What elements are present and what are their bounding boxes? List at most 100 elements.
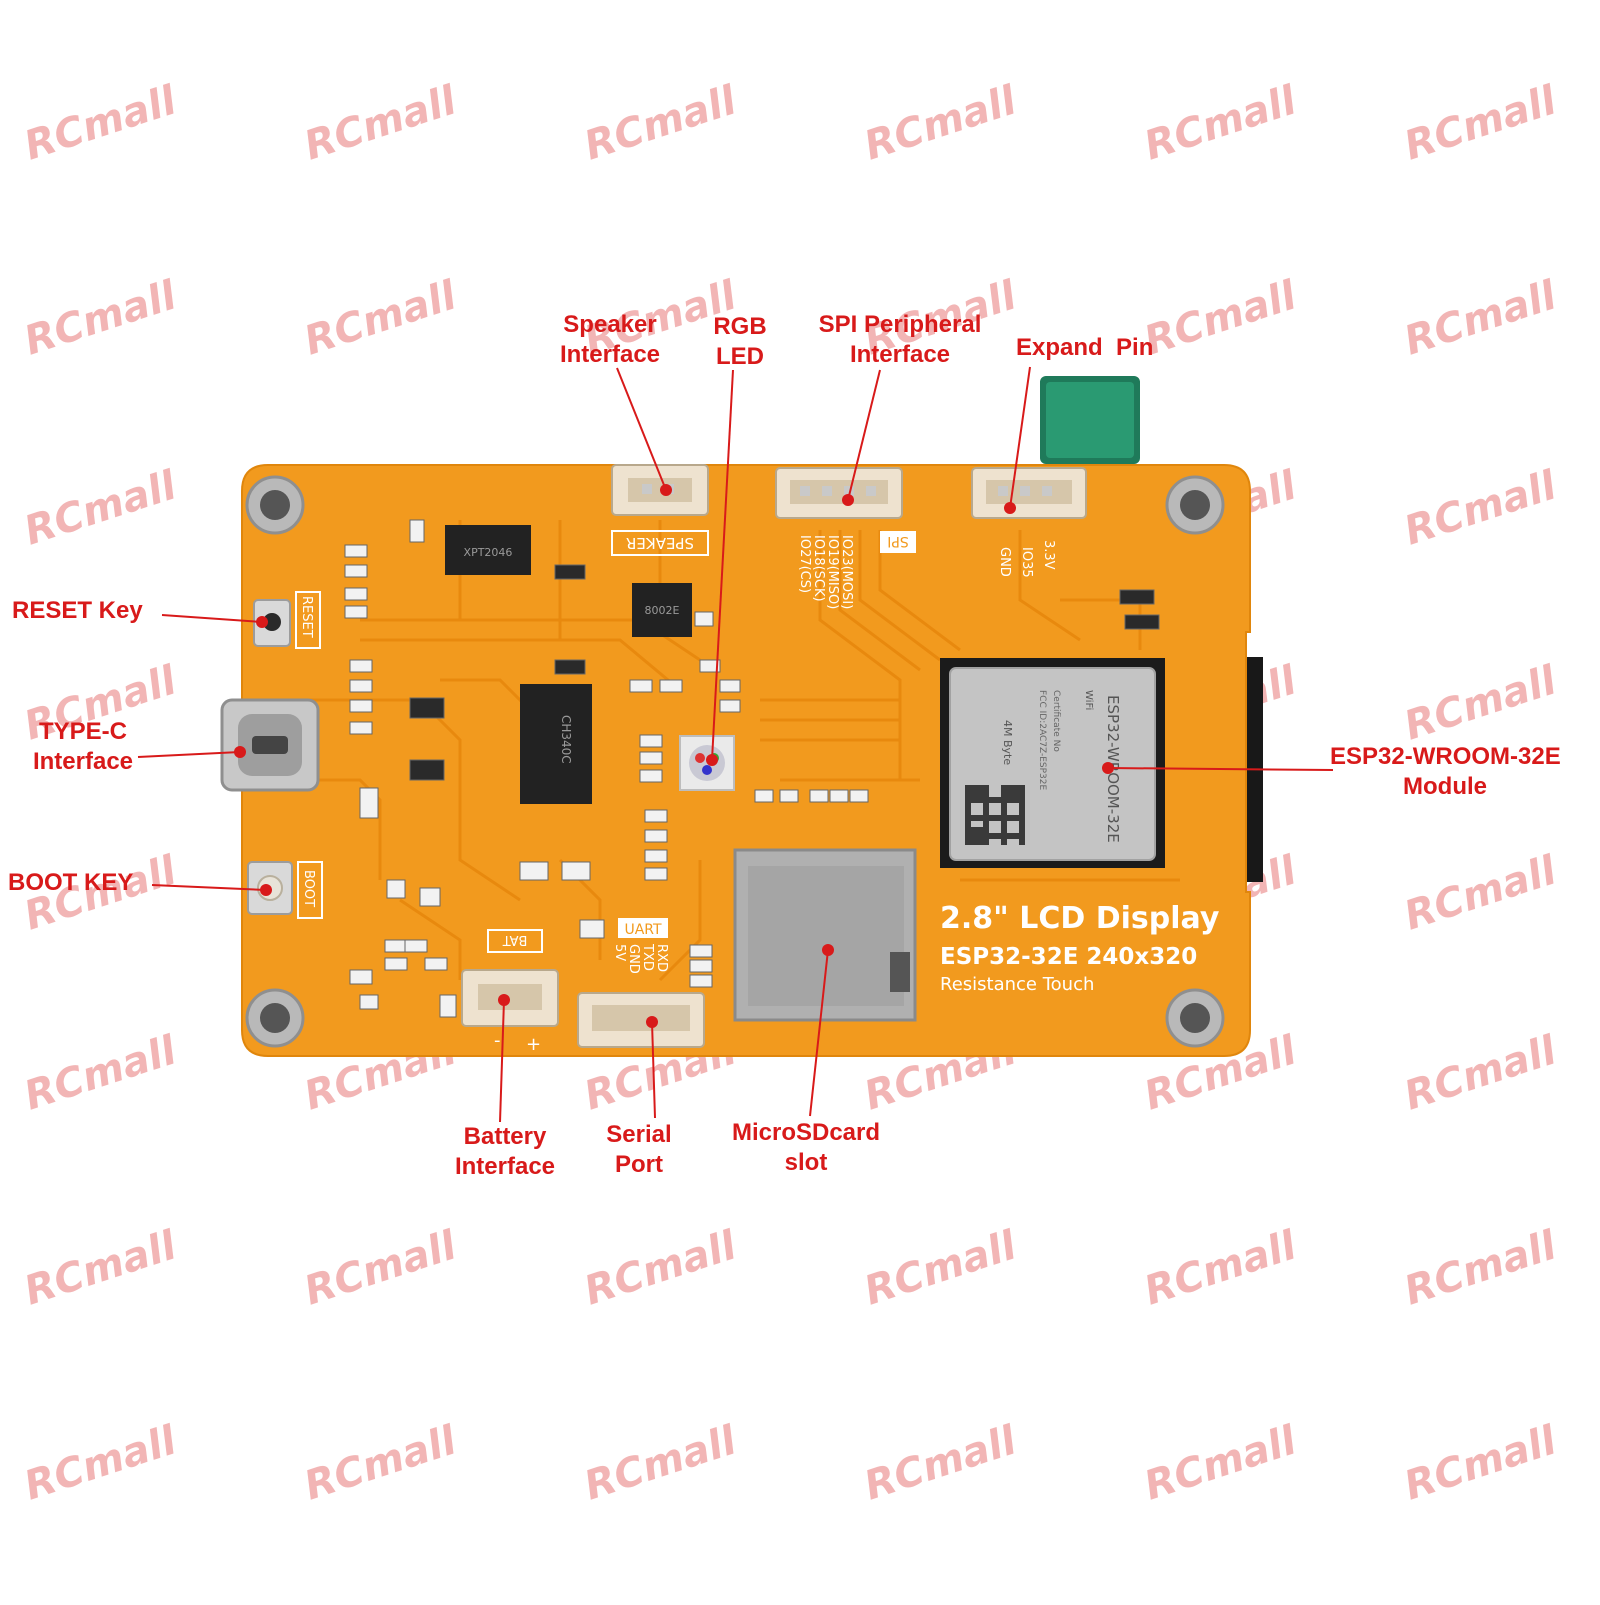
callout-line: RGB [713,313,767,340]
smd-component [344,605,368,619]
qr-cell [1007,797,1013,803]
watermark-text: RCmall [1399,77,1563,169]
qr-cell [983,839,989,845]
smd-component [554,659,586,675]
smd-component [639,769,663,783]
uart-pin-label: 5V [612,944,627,961]
smd-component [779,789,799,803]
expand-pin-labels: GND IO35 3.3V [997,540,1056,578]
battery-connector [461,969,559,1027]
qr-cell [1001,821,1007,827]
smd-component [629,679,653,693]
uart-silk-frame [618,918,668,938]
watermark-text: RCmall [299,1417,463,1509]
bat-silk-label: BAT [503,932,528,947]
qr-cell [1001,797,1007,803]
smd-component [349,659,373,673]
smd-component [359,994,379,1010]
watermark-text: RCmall [859,77,1023,169]
smd-component [349,969,373,985]
qr-cell [983,791,989,797]
watermark-text: RCmall [19,272,183,364]
qr-cell [1019,809,1025,815]
smd-component [689,959,713,973]
svg-text:FCC ID:2AC7Z-ESP32E: FCC ID:2AC7Z-ESP32E [1037,690,1047,790]
watermark-text: RCmall [579,1417,743,1509]
mounting-hole-bottom-left [245,988,305,1048]
qr-cell [965,797,971,803]
board-subtitle: ESP32-32E 240x320 [940,944,1197,970]
smd-component [419,887,441,907]
smd-component [439,994,457,1018]
qr-cell [977,833,983,839]
qr-cell [983,827,989,833]
expand-connector [971,467,1087,519]
watermark-text: RCmall [1399,1222,1563,1314]
callout-line: Battery [463,1123,547,1150]
smd-component [404,939,428,953]
callout-line: Speaker [563,311,657,338]
watermark-text: RCmall [1139,77,1303,169]
qr-cell [971,791,977,797]
watermark-text: RCmall [299,1222,463,1314]
qr-cell [983,833,989,839]
qr-cell [1007,791,1013,797]
qr-cell [1001,809,1007,815]
qr-cell [965,839,971,845]
smd-component [344,544,368,558]
callout-expand-pin: Expand Pin [1016,334,1154,361]
uart-pin-labels: RXD TXD GND 5V [612,943,669,974]
watermark-text: RCmall [579,1222,743,1314]
qr-cell [983,809,989,815]
callout-line: Interface [454,1153,556,1180]
qr-cell [1019,827,1025,833]
qr-cell [983,797,989,803]
amp-chip-label: 8002E [645,604,680,617]
qr-cell [1019,821,1025,827]
qr-cell [971,839,977,845]
qr-cell [995,797,1001,803]
smd-component [829,789,849,803]
mounting-holes [245,475,1225,1048]
expand-pin-label: IO35 [1019,547,1034,578]
callout-reset-key: RESET Key [12,597,143,624]
svg-text:4M Byte: 4M Byte [1001,720,1014,765]
smd-component [344,564,368,578]
speaker-silk-label: SPEAKER [626,534,694,552]
reset-button [253,599,291,647]
uart-pin-label: GND [626,944,641,974]
qr-cell [995,833,1001,839]
callout-line: ESP32-WROOM-32E [1330,743,1561,770]
qr-cell [1019,839,1025,845]
spi-silk-label: SPI [887,533,908,549]
spi-connector [775,467,903,519]
smd-component [519,861,549,881]
callout-line: Interface [849,341,951,368]
smd-component [719,679,741,693]
watermark-text: RCmall [1139,1417,1303,1509]
qr-cell [1001,839,1007,845]
expand-pin-label: 3.3V [1041,540,1056,570]
qr-cell [995,815,1001,821]
qr-cell [1013,833,1019,839]
board-title: 2.8" LCD Display [940,901,1220,936]
watermark-text: RCmall [1399,847,1563,939]
smd-component [579,919,605,939]
mounting-hole-top-right [1165,475,1225,535]
smd-component [754,789,774,803]
qr-cell [965,791,971,797]
smd-component [689,974,713,988]
qr-cell [965,785,971,791]
microsd-slot [733,848,917,1022]
watermark-text: RCmall [1139,1222,1303,1314]
qr-cell [977,827,983,833]
qr-cell [1013,791,1019,797]
